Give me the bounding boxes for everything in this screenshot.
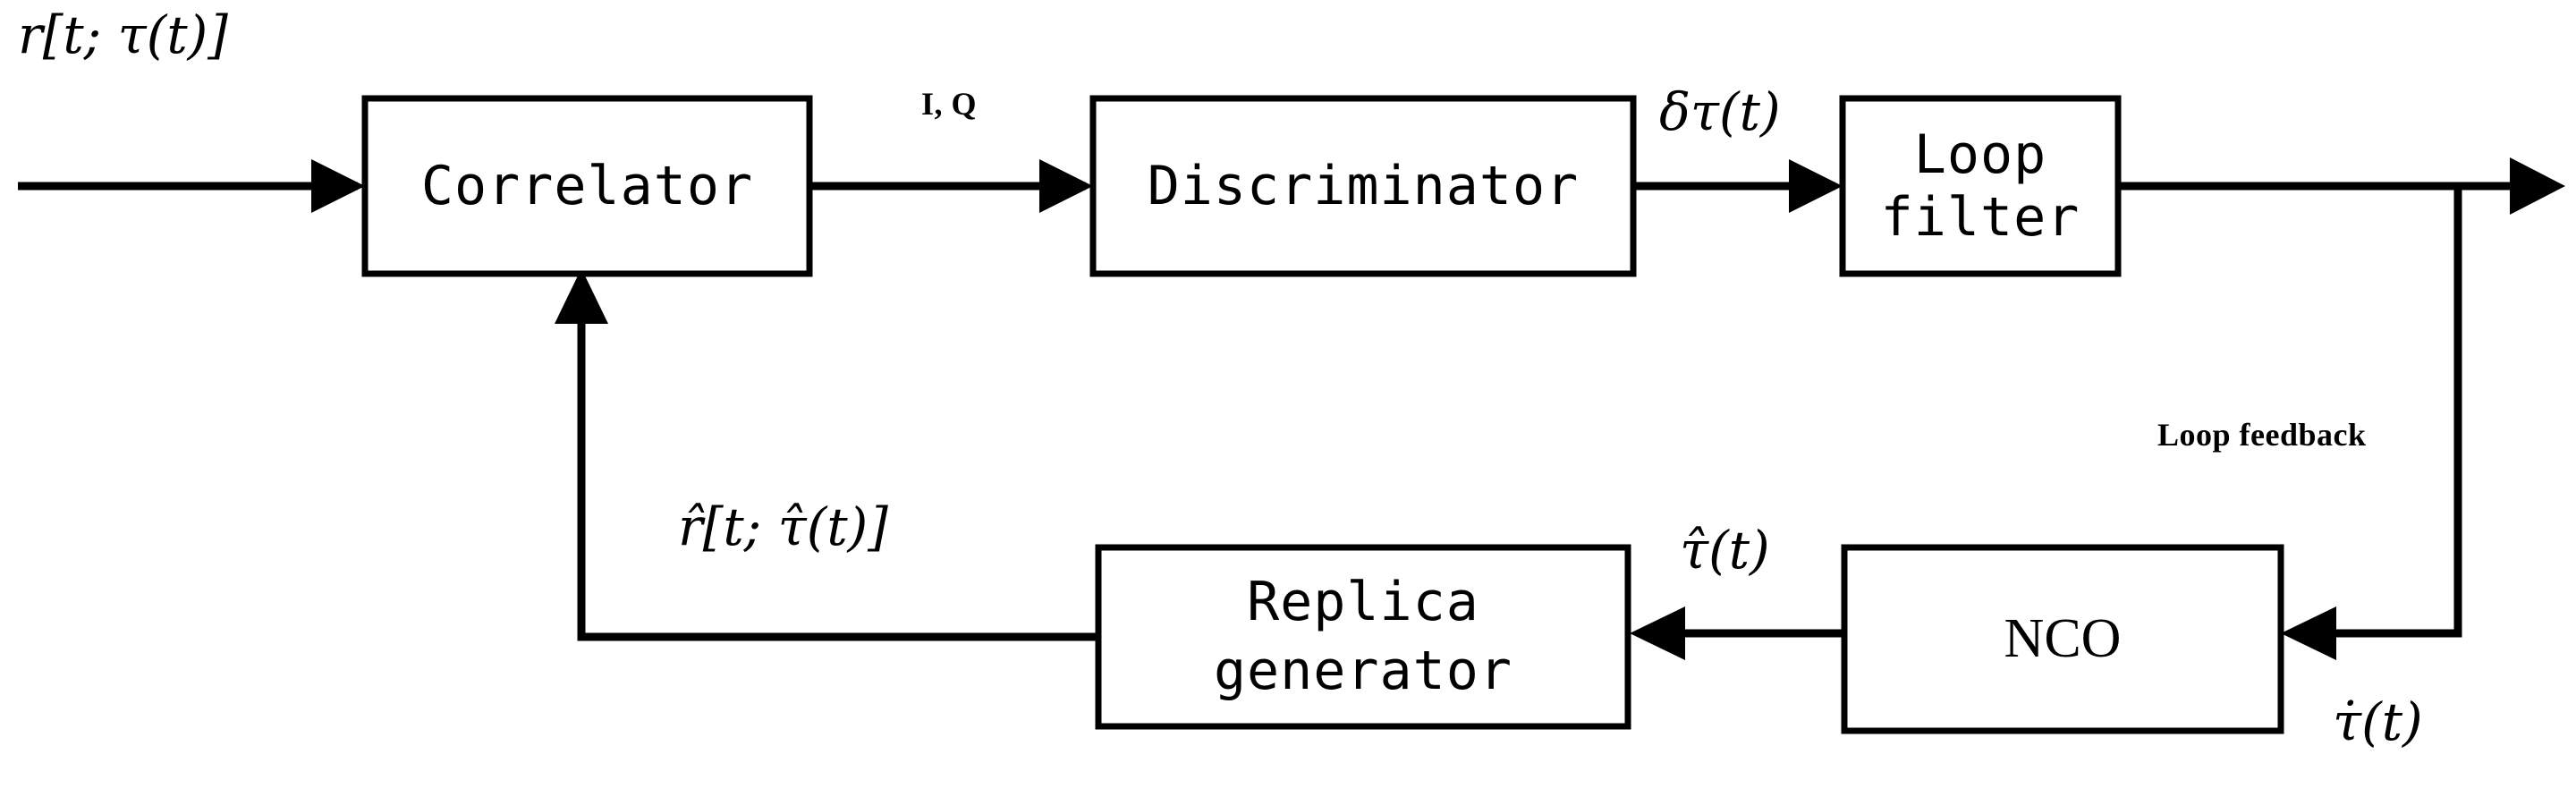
- block-label-nco: NCO: [2004, 608, 2122, 669]
- block-loop-filter[interactable]: [1839, 95, 2122, 277]
- block-nco-text-wrap: NCO: [1844, 547, 2281, 731]
- block-discriminator[interactable]: [1089, 95, 1637, 277]
- arrowhead-right: [1789, 159, 1843, 213]
- wire-loop-filter-to-output: [2118, 157, 2565, 215]
- signal-label-input: r[t; τ(t)]: [18, 4, 228, 65]
- block-replica-generator[interactable]: [1095, 544, 1631, 730]
- block-label-discriminator: Discriminator: [1147, 155, 1580, 217]
- signal-label-tau-dot: τ̇(t): [2333, 691, 2423, 752]
- block-label-loop-filter: Loop filter: [1880, 123, 2080, 249]
- block-nco[interactable]: [1841, 544, 2284, 734]
- block-discriminator-text-wrap: Discriminator: [1093, 98, 1633, 274]
- block-correlator-text-wrap: Correlator: [365, 98, 809, 274]
- arrowhead-right: [2510, 157, 2565, 215]
- signal-label-replica-signal: r̂[t; τ̂(t)]: [678, 496, 888, 557]
- wire-discriminator-to-loop-filter: [1633, 159, 1843, 213]
- wire-correlator-to-discriminator: [809, 159, 1093, 213]
- wire-input-to-correlator: [18, 159, 365, 213]
- arrowhead-up: [555, 268, 608, 324]
- arrowhead-left: [1630, 606, 1685, 660]
- block-label-replica-generator-line1: Replica: [1247, 571, 1479, 634]
- signal-label-loop-feedback: Loop feedback: [2157, 417, 2367, 453]
- block-loop-filter-text-wrap: Loop filter: [1843, 98, 2118, 274]
- signal-label-tau-hat: τ̂(t): [1680, 520, 1770, 581]
- wire-loop-feedback-to-nco: [2281, 186, 2462, 660]
- wire-nco-to-replica-generator: [1630, 606, 1844, 660]
- wire-replica-generator-to-correlator: [555, 268, 1098, 641]
- signal-label-delta-tau: δτ(t): [1659, 81, 1781, 142]
- arrowhead-right: [1039, 159, 1093, 213]
- block-correlator[interactable]: [361, 95, 813, 277]
- block-label-replica-generator-line2: generator: [1213, 640, 1513, 702]
- arrowhead-left: [2281, 606, 2336, 660]
- signal-label-iq: I, Q: [921, 86, 978, 122]
- block-replica-generator-text-wrap: Replica generator: [1098, 547, 1628, 726]
- block-label-correlator: Correlator: [420, 155, 754, 217]
- arrowhead-right: [311, 159, 365, 213]
